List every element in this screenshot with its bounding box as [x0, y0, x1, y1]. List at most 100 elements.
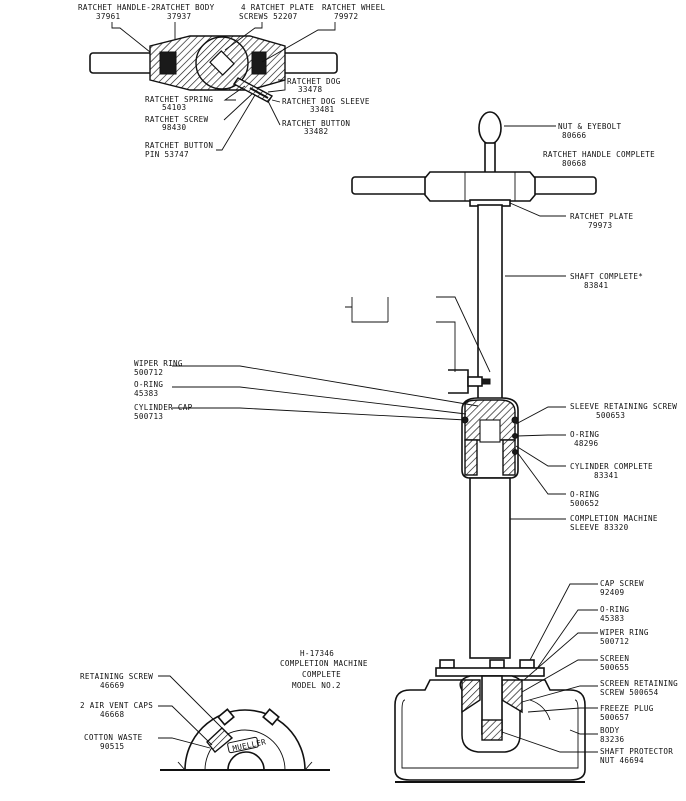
label-o-ring-bottom-num: 45383 — [600, 614, 624, 623]
label-ratchet-button-pin: RATCHET BUTTON — [145, 141, 213, 150]
label-ratchet-spring-num: 54103 — [162, 103, 186, 112]
handle-left-bar — [351, 176, 435, 195]
label-wiper-ring-bottom-num: 500712 — [600, 637, 629, 646]
label-ratchet-handle-complete-num: 80668 — [562, 159, 586, 168]
label-wiper-ring-bottom: WIPER RING — [600, 628, 649, 637]
main-leaders — [172, 125, 598, 753]
shaft-protector-nut-part — [481, 719, 503, 741]
label-ratchet-dog-sleeve: RATCHET DOG SLEEVE — [282, 97, 370, 106]
completion-sleeve — [469, 477, 511, 659]
title-line-1: COMPLETION MACHINE — [280, 659, 368, 668]
label-ratchet-wheel: RATCHET WHEEL — [322, 3, 385, 12]
top-view-labels: RETAINING SCREW 46669 2 AIR VENT CAPS 46… — [80, 672, 153, 751]
cap-screw-right — [519, 659, 535, 669]
t-handle — [448, 369, 469, 394]
label-sleeve-retaining-screw: SLEEVE RETAINING SCREW — [570, 402, 677, 411]
label-ratchet-button-num: 33482 — [304, 127, 328, 136]
label-nut-eyebolt: NUT & EYEBOLT — [558, 122, 621, 131]
label-wiper-ring-top: WIPER RING — [134, 359, 183, 368]
label-air-vent-caps-num: 46668 — [100, 710, 124, 719]
cap-screw-left — [439, 659, 455, 669]
body-top-view: MUELLER — [160, 708, 330, 771]
label-cylinder-cap-num: 500713 — [134, 412, 163, 421]
ratchet-wheel-square-bore — [209, 50, 235, 76]
label-ratchet-plate-screws-num: SCREWS 52207 — [239, 12, 297, 21]
main-labels: NUT & EYEBOLT 80666 RATCHET HANDLE COMPL… — [134, 122, 678, 765]
brand-plate — [227, 736, 259, 754]
label-o-ring-48296-num: 48296 — [574, 439, 598, 448]
bracket-symbol — [345, 297, 389, 323]
label-retaining-screw: RETAINING SCREW — [80, 672, 153, 681]
label-air-vent-caps: 2 AIR VENT CAPS — [80, 701, 153, 710]
label-screen-retaining-screw-num: SCREW 500654 — [600, 688, 659, 697]
label-ratchet-plate-screws: 4 RATCHET PLATE — [241, 3, 314, 12]
label-ratchet-dog-sleeve-num: 33481 — [310, 105, 334, 114]
label-ratchet-plate-num: 79973 — [588, 221, 612, 230]
ratchet-dog-left — [159, 51, 177, 75]
label-o-ring-48296: O-RING — [570, 430, 599, 439]
label-ratchet-handle-complete: RATCHET HANDLE COMPLETE — [543, 150, 655, 159]
label-cotton-waste: COTTON WASTE — [84, 733, 143, 742]
title-line-3: MODEL NO.2 — [292, 681, 341, 690]
label-shaft-protector-nut: SHAFT PROTECTOR — [600, 747, 673, 756]
top-view-leaders — [158, 675, 223, 749]
label-freeze-plug-num: 500657 — [600, 713, 629, 722]
label-ratchet-dog-num: 33478 — [298, 85, 322, 94]
label-ratchet-wheel-num: 79972 — [334, 12, 358, 21]
label-freeze-plug: FREEZE PLUG — [600, 704, 654, 713]
ratchet-leaders — [111, 22, 336, 151]
label-screen-num: 500655 — [600, 663, 629, 672]
label-ratchet-dog: RATCHET DOG — [287, 77, 341, 86]
label-ratchet-handle-2: RATCHET HANDLE-2 — [78, 3, 156, 12]
label-screen: SCREEN — [600, 654, 629, 663]
ratchet-labels: RATCHET HANDLE-2 37961 RATCHET BODY 3793… — [78, 3, 385, 159]
eyebolt-stem — [484, 142, 496, 174]
label-cylinder-complete-num: 83341 — [594, 471, 618, 480]
cap-screw-center — [489, 659, 505, 669]
title-block: H-17346 COMPLETION MACHINE COMPLETE MODE… — [280, 649, 368, 690]
label-retaining-screw-num: 46669 — [100, 681, 124, 690]
ratchet-handle-body — [424, 171, 536, 202]
ratchet-section-detail — [89, 35, 338, 103]
drawing-number: H-17346 — [300, 649, 334, 658]
label-o-ring-top-left-num: 45383 — [134, 389, 158, 398]
label-nut-eyebolt-num: 80666 — [562, 131, 586, 140]
ratchet-handle-left — [89, 52, 159, 74]
label-ratchet-screw: RATCHET SCREW — [145, 115, 208, 124]
air-vent-cap-hatch — [206, 727, 234, 753]
label-cotton-waste-num: 90515 — [100, 742, 124, 751]
label-ratchet-body-num: 37937 — [167, 12, 191, 21]
label-o-ring-top-left: O-RING — [134, 380, 163, 389]
label-screen-retaining-screw: SCREEN RETAINING — [600, 679, 678, 688]
eyebolt-ring — [478, 111, 502, 145]
label-body: BODY — [600, 726, 620, 735]
label-completion-machine-sleeve-num: SLEEVE 83320 — [570, 523, 629, 532]
label-sleeve-retaining-screw-num: 500653 — [596, 411, 625, 420]
label-ratchet-spring: RATCHET SPRING — [145, 95, 213, 104]
label-o-ring-500652: O-RING — [570, 490, 599, 499]
label-ratchet-button-pin-num: PIN 53747 — [145, 150, 189, 159]
shaft — [477, 204, 503, 401]
label-shaft-protector-nut-num: NUT 46694 — [600, 756, 644, 765]
label-shaft-complete-num: 83841 — [584, 281, 608, 290]
label-ratchet-handle-2-num: 37961 — [96, 12, 120, 21]
handle-right-bar — [529, 176, 597, 195]
label-ratchet-body: RATCHET BODY — [156, 3, 215, 12]
ratchet-dog-right — [251, 51, 267, 75]
label-cap-screw-num: 92409 — [600, 588, 624, 597]
title-line-2: COMPLETE — [302, 670, 341, 679]
label-o-ring-500652-num: 500652 — [570, 499, 599, 508]
label-cylinder-cap: CYLINDER CAP — [134, 403, 193, 412]
label-ratchet-button: RATCHET BUTTON — [282, 119, 350, 128]
label-body-num: 83236 — [600, 735, 624, 744]
label-wiper-ring-top-num: 500712 — [134, 368, 163, 377]
label-ratchet-plate: RATCHET PLATE — [570, 212, 633, 221]
completion-machine-assembly — [351, 111, 597, 783]
label-cap-screw: CAP SCREW — [600, 579, 644, 588]
label-completion-machine-sleeve: COMPLETION MACHINE — [570, 514, 658, 523]
label-ratchet-screw-num: 98430 — [162, 123, 186, 132]
label-o-ring-bottom: O-RING — [600, 605, 629, 614]
label-shaft-complete: SHAFT COMPLETE* — [570, 272, 643, 281]
label-cylinder-complete: CYLINDER COMPLETE — [570, 462, 653, 471]
